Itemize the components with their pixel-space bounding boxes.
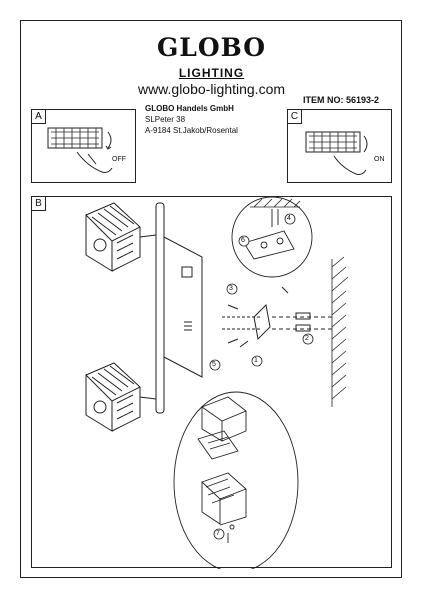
step-5: 5: [212, 361, 216, 368]
lighting-label: LIGHTING: [178, 66, 245, 80]
step-markers: [209, 213, 314, 540]
globo-logo: GLOBO: [156, 33, 267, 62]
page-frame: [20, 20, 402, 578]
step-4: 4: [287, 215, 291, 222]
switch-off-illustration: [47, 127, 113, 173]
company-info: GLOBO Handels GmbH SLPeter 38 A-9184 St.…: [145, 103, 238, 136]
panel-b: B: [31, 196, 392, 569]
top-cube-lamp: [85, 202, 157, 272]
mounting-bracket: [222, 286, 332, 348]
panel-a-tag: A: [31, 109, 46, 124]
step-1: 1: [254, 357, 258, 364]
step-6: 6: [241, 237, 245, 244]
fixture-bar: [155, 202, 203, 414]
website-link[interactable]: www.globo-lighting.com: [137, 81, 286, 97]
item-number: ITEM NO: 56193-2: [303, 95, 380, 105]
step-2: 2: [305, 335, 309, 342]
ceiling-detail: [231, 197, 313, 278]
switch-off-label: OFF: [112, 156, 126, 163]
step-7: 7: [216, 530, 220, 537]
address-line-2: A-9184 St.Jakob/Rosental: [145, 126, 238, 135]
company-name: GLOBO Handels GmbH: [145, 104, 234, 113]
wall-hatching: [331, 256, 349, 407]
lamp-detail: [173, 391, 299, 569]
panel-c-tag: C: [287, 109, 302, 124]
panel-a: A OFF: [31, 109, 136, 183]
bottom-cube-lamp: [85, 362, 157, 432]
panel-b-tag: B: [31, 196, 46, 211]
assembly-diagram: [85, 197, 349, 569]
panel-c: C ON: [287, 109, 392, 183]
switch-on-illustration: [305, 131, 368, 175]
address-line-1: SLPeter 38: [145, 115, 186, 124]
switch-on-label: ON: [374, 156, 385, 163]
step-3: 3: [229, 285, 233, 292]
